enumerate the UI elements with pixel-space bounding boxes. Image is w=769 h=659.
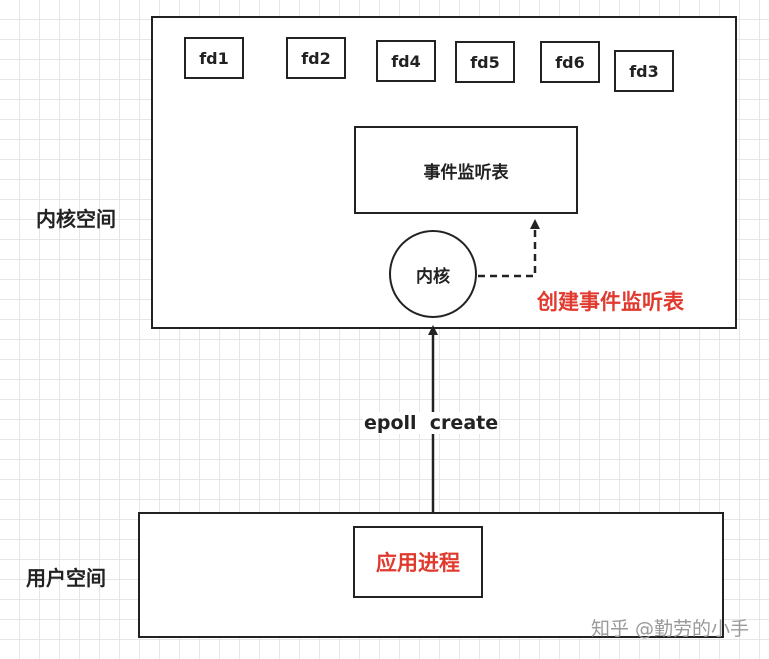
fd-box-fd6: fd6 [540,41,600,83]
create-event-table-label: 创建事件监听表 [537,290,684,314]
fd-box-fd1: fd1 [184,37,244,79]
create-table-dashed-arrow [478,219,540,278]
kernel-space-label: 内核空间 [36,207,116,231]
app-process-label: 应用进程 [376,551,460,575]
user-space-label: 用户空间 [26,566,106,590]
kernel-label: 内核 [416,266,450,287]
app-process-box: 应用进程 [353,526,483,598]
event-table-box: 事件监听表 [354,126,578,214]
epoll-create-label: epoll create [363,412,500,434]
event-table-label: 事件监听表 [423,162,509,183]
fd-box-fd4: fd4 [376,40,436,82]
kernel-circle: 内核 [389,230,477,318]
fd-box-fd3: fd3 [614,50,674,92]
fd-box-fd2: fd2 [286,37,346,79]
watermark: 知乎 @勤劳的小手 [590,618,749,640]
fd-box-fd5: fd5 [455,41,515,83]
